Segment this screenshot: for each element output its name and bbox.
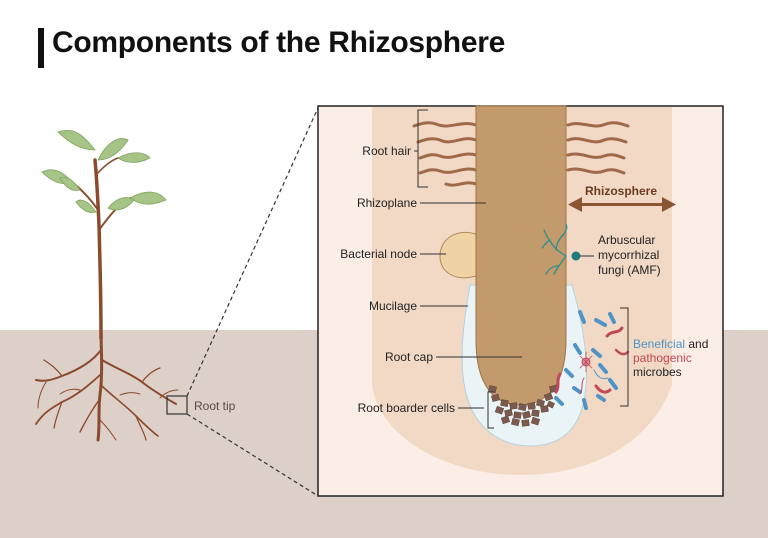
page-title: Components of the Rhizosphere bbox=[52, 26, 505, 59]
leaf-lower-right bbox=[107, 197, 135, 211]
bacterial-node bbox=[439, 232, 477, 279]
plant-icon bbox=[71, 157, 131, 340]
leaf-top-right bbox=[97, 138, 129, 161]
amf-fungi-icon bbox=[541, 223, 568, 275]
and-label: and bbox=[685, 337, 708, 351]
zoom-line-top bbox=[186, 107, 319, 397]
plant-leaves bbox=[41, 129, 167, 213]
amf-label-line2: mycorrhizal bbox=[598, 248, 659, 262]
diagram-labels: Root hair Rhizoplane Bacterial node Muci… bbox=[340, 144, 708, 415]
rhizosphere-label: Rhizosphere bbox=[585, 184, 657, 198]
callout-lines bbox=[414, 109, 629, 429]
rhizosphere-arrow bbox=[568, 197, 676, 212]
leaf-upper-right bbox=[117, 152, 151, 163]
microbes-label: microbes bbox=[633, 365, 682, 379]
title-accent-bar bbox=[38, 28, 44, 68]
amf-marker bbox=[571, 251, 581, 261]
microbes-label-line1: Beneficial and bbox=[633, 337, 708, 351]
plant-branch-upper bbox=[95, 157, 119, 176]
leaf-mid-left-2 bbox=[59, 176, 81, 191]
root-tip-box bbox=[166, 395, 188, 415]
pathogenic-label: pathogenic bbox=[633, 351, 692, 365]
plant-stem bbox=[93, 158, 103, 340]
rhizoplane-label: Rhizoplane bbox=[357, 196, 417, 210]
root-hairs-left bbox=[412, 121, 478, 187]
root-hairs-right bbox=[566, 121, 630, 175]
main-root bbox=[475, 105, 567, 406]
root-tip-label: Root tip bbox=[194, 399, 236, 413]
root-cap-label: Root cap bbox=[385, 350, 433, 364]
zoom-line-bottom bbox=[186, 413, 319, 497]
microbes bbox=[554, 310, 630, 410]
amf-label-line3: fungi (AMF) bbox=[598, 263, 661, 277]
plant-roots bbox=[35, 328, 179, 442]
bacterial-node-label: Bacterial node bbox=[340, 247, 417, 261]
root-hair-label: Root hair bbox=[362, 144, 411, 158]
root-border-cells bbox=[488, 384, 558, 427]
root-border-cells-label: Root boarder cells bbox=[358, 401, 455, 415]
amf-label-line1: Arbuscular bbox=[598, 233, 655, 247]
leaf-top bbox=[57, 129, 96, 151]
beneficial-label: Beneficial bbox=[633, 337, 685, 351]
leaf-lower-left bbox=[75, 199, 97, 213]
zoom-panel: Rhizosphere bbox=[317, 105, 724, 497]
leaf-mid-right bbox=[129, 191, 167, 205]
mucilage-label: Mucilage bbox=[369, 299, 417, 313]
